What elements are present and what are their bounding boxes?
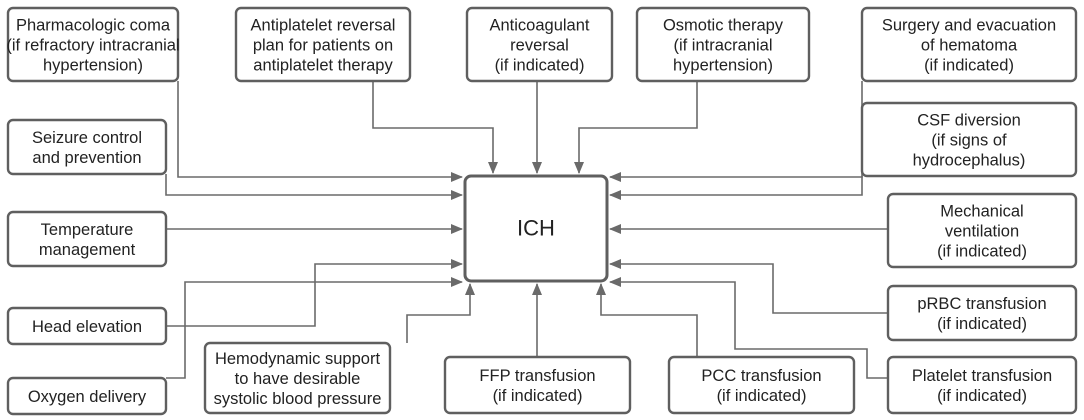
node-label-line: pRBC transfusion <box>917 295 1046 313</box>
node-label-line: PCC transfusion <box>701 367 821 385</box>
node-label-line: plan for patients on <box>253 37 393 55</box>
node-label-line: ventilation <box>945 223 1019 241</box>
node-label-line: (if indicated) <box>495 57 585 75</box>
node-label-line: Anticoagulant <box>490 17 590 35</box>
center-node-ich: ICH <box>463 174 609 283</box>
box <box>860 101 1078 178</box>
box <box>6 376 168 416</box>
arrow-csf-diversion-to-ich <box>609 176 863 200</box>
box <box>203 341 392 415</box>
box <box>886 355 1078 415</box>
node-head-elevation: Head elevation <box>6 306 168 346</box>
box <box>463 174 609 283</box>
node-anticoagulant-reversal: Anticoagulant reversal (if indicated) <box>465 6 614 83</box>
node-label-line: to have desirable <box>235 370 361 388</box>
node-label-line: Mechanical <box>940 203 1023 221</box>
box <box>443 355 632 415</box>
box <box>234 6 412 83</box>
node-label-line: (if indicated) <box>937 315 1027 333</box>
node-label-line: Head elevation <box>32 318 142 336</box>
box <box>886 192 1078 269</box>
node-pharmacologic-coma: Pharmacologic coma (if refractory intracr… <box>6 6 180 83</box>
node-label-line: ICH <box>517 216 555 241</box>
box <box>6 306 168 346</box>
box <box>6 6 180 83</box>
node-osmotic-therapy: Osmotic therapy (if intracranial hypertens… <box>635 6 811 83</box>
arrow-head-elevation-to-ich <box>166 259 463 327</box>
node-label-line: antiplatelet therapy <box>253 57 393 75</box>
box <box>635 6 811 83</box>
node-label-line: management <box>39 241 136 259</box>
node-label-line: reversal <box>510 37 569 55</box>
arrow-osmotic-therapy-to-ich <box>574 81 698 174</box>
arrow-prbc-transfusion-to-ich <box>609 259 888 314</box>
node-label-line: (if refractory intracranial <box>6 37 179 55</box>
node-label-line: hydrocephalus) <box>913 152 1026 170</box>
arrow-surgery-evacuation-to-ich <box>609 81 863 182</box>
node-label-line: FFP transfusion <box>479 367 595 385</box>
node-label-line: Pharmacologic coma <box>16 17 171 35</box>
node-label-line: (if signs of <box>931 132 1007 150</box>
node-seizure-control: Seizure control and prevention <box>6 118 168 176</box>
node-label-line: (if indicated) <box>717 387 807 405</box>
arrow-antiplatelet-reversal-to-ich <box>372 81 498 174</box>
node-label-line: (if indicated) <box>924 57 1014 75</box>
arrow-pharmacologic-coma-to-ich <box>177 81 463 182</box>
node-label-line: Temperature <box>41 221 134 239</box>
node-label-line: systolic blood pressure <box>214 390 382 408</box>
box <box>886 284 1078 342</box>
node-label-line: Hemodynamic support <box>215 350 380 368</box>
box <box>860 6 1078 83</box>
arrow-platelet-transfusion-to-ich <box>609 277 888 379</box>
node-surgery-evacuation: Surgery and evacuation of hematoma (if ind… <box>860 6 1078 83</box>
node-label-line: Oxygen delivery <box>28 388 147 406</box>
box <box>6 118 168 176</box>
box <box>6 210 168 268</box>
box <box>465 6 614 83</box>
node-mechanical-ventilation: Mechanical ventilation (if indicated) <box>886 192 1078 269</box>
edges-layer <box>165 81 888 379</box>
node-label-line: hypertension) <box>43 57 143 75</box>
node-label-line: (if intracranial <box>673 37 772 55</box>
node-label-line: CSF diversion <box>917 112 1021 130</box>
node-hemodynamic-support: Hemodynamic support to have desirable syst… <box>203 341 392 415</box>
node-label-line: (if indicated) <box>493 387 583 405</box>
node-label-line: hypertension) <box>673 57 773 75</box>
arrow-pcc-transfusion-to-ich <box>596 283 698 357</box>
node-label-line: (if indicated) <box>937 243 1027 261</box>
node-label-line: of hematoma <box>921 37 1018 55</box>
node-label-line: Surgery and evacuation <box>882 17 1056 35</box>
node-label-line: Antiplatelet reversal <box>251 17 396 35</box>
nodes-layer: ICH Pharmacologic coma (if refractory intr… <box>6 6 1078 416</box>
node-label-line: and prevention <box>32 149 141 167</box>
node-label-line: Platelet transfusion <box>912 367 1052 385</box>
arrow-seizure-control-to-ich <box>165 174 463 200</box>
node-csf-diversion: CSF diversion (if signs of hydrocephalus) <box>860 101 1078 178</box>
node-pcc-transfusion: PCC transfusion (if indicated) <box>667 355 856 415</box>
node-label-line: Seizure control <box>32 129 142 147</box>
node-platelet-transfusion: Platelet transfusion (if indicated) <box>886 355 1078 415</box>
box <box>667 355 856 415</box>
node-temperature-management: Temperature management <box>6 210 168 268</box>
node-ffp-transfusion: FFP transfusion (if indicated) <box>443 355 632 415</box>
node-label-line: (if indicated) <box>937 387 1027 405</box>
node-antiplatelet-reversal: Antiplatelet reversal plan for patients o… <box>234 6 412 83</box>
arrow-hemodynamic-support-to-ich <box>406 283 475 343</box>
node-oxygen-delivery: Oxygen delivery <box>6 376 168 416</box>
arrow-oxygen-delivery-to-ich <box>166 277 463 379</box>
node-prbc-transfusion: pRBC transfusion (if indicated) <box>886 284 1078 342</box>
node-label-line: Osmotic therapy <box>663 17 784 35</box>
